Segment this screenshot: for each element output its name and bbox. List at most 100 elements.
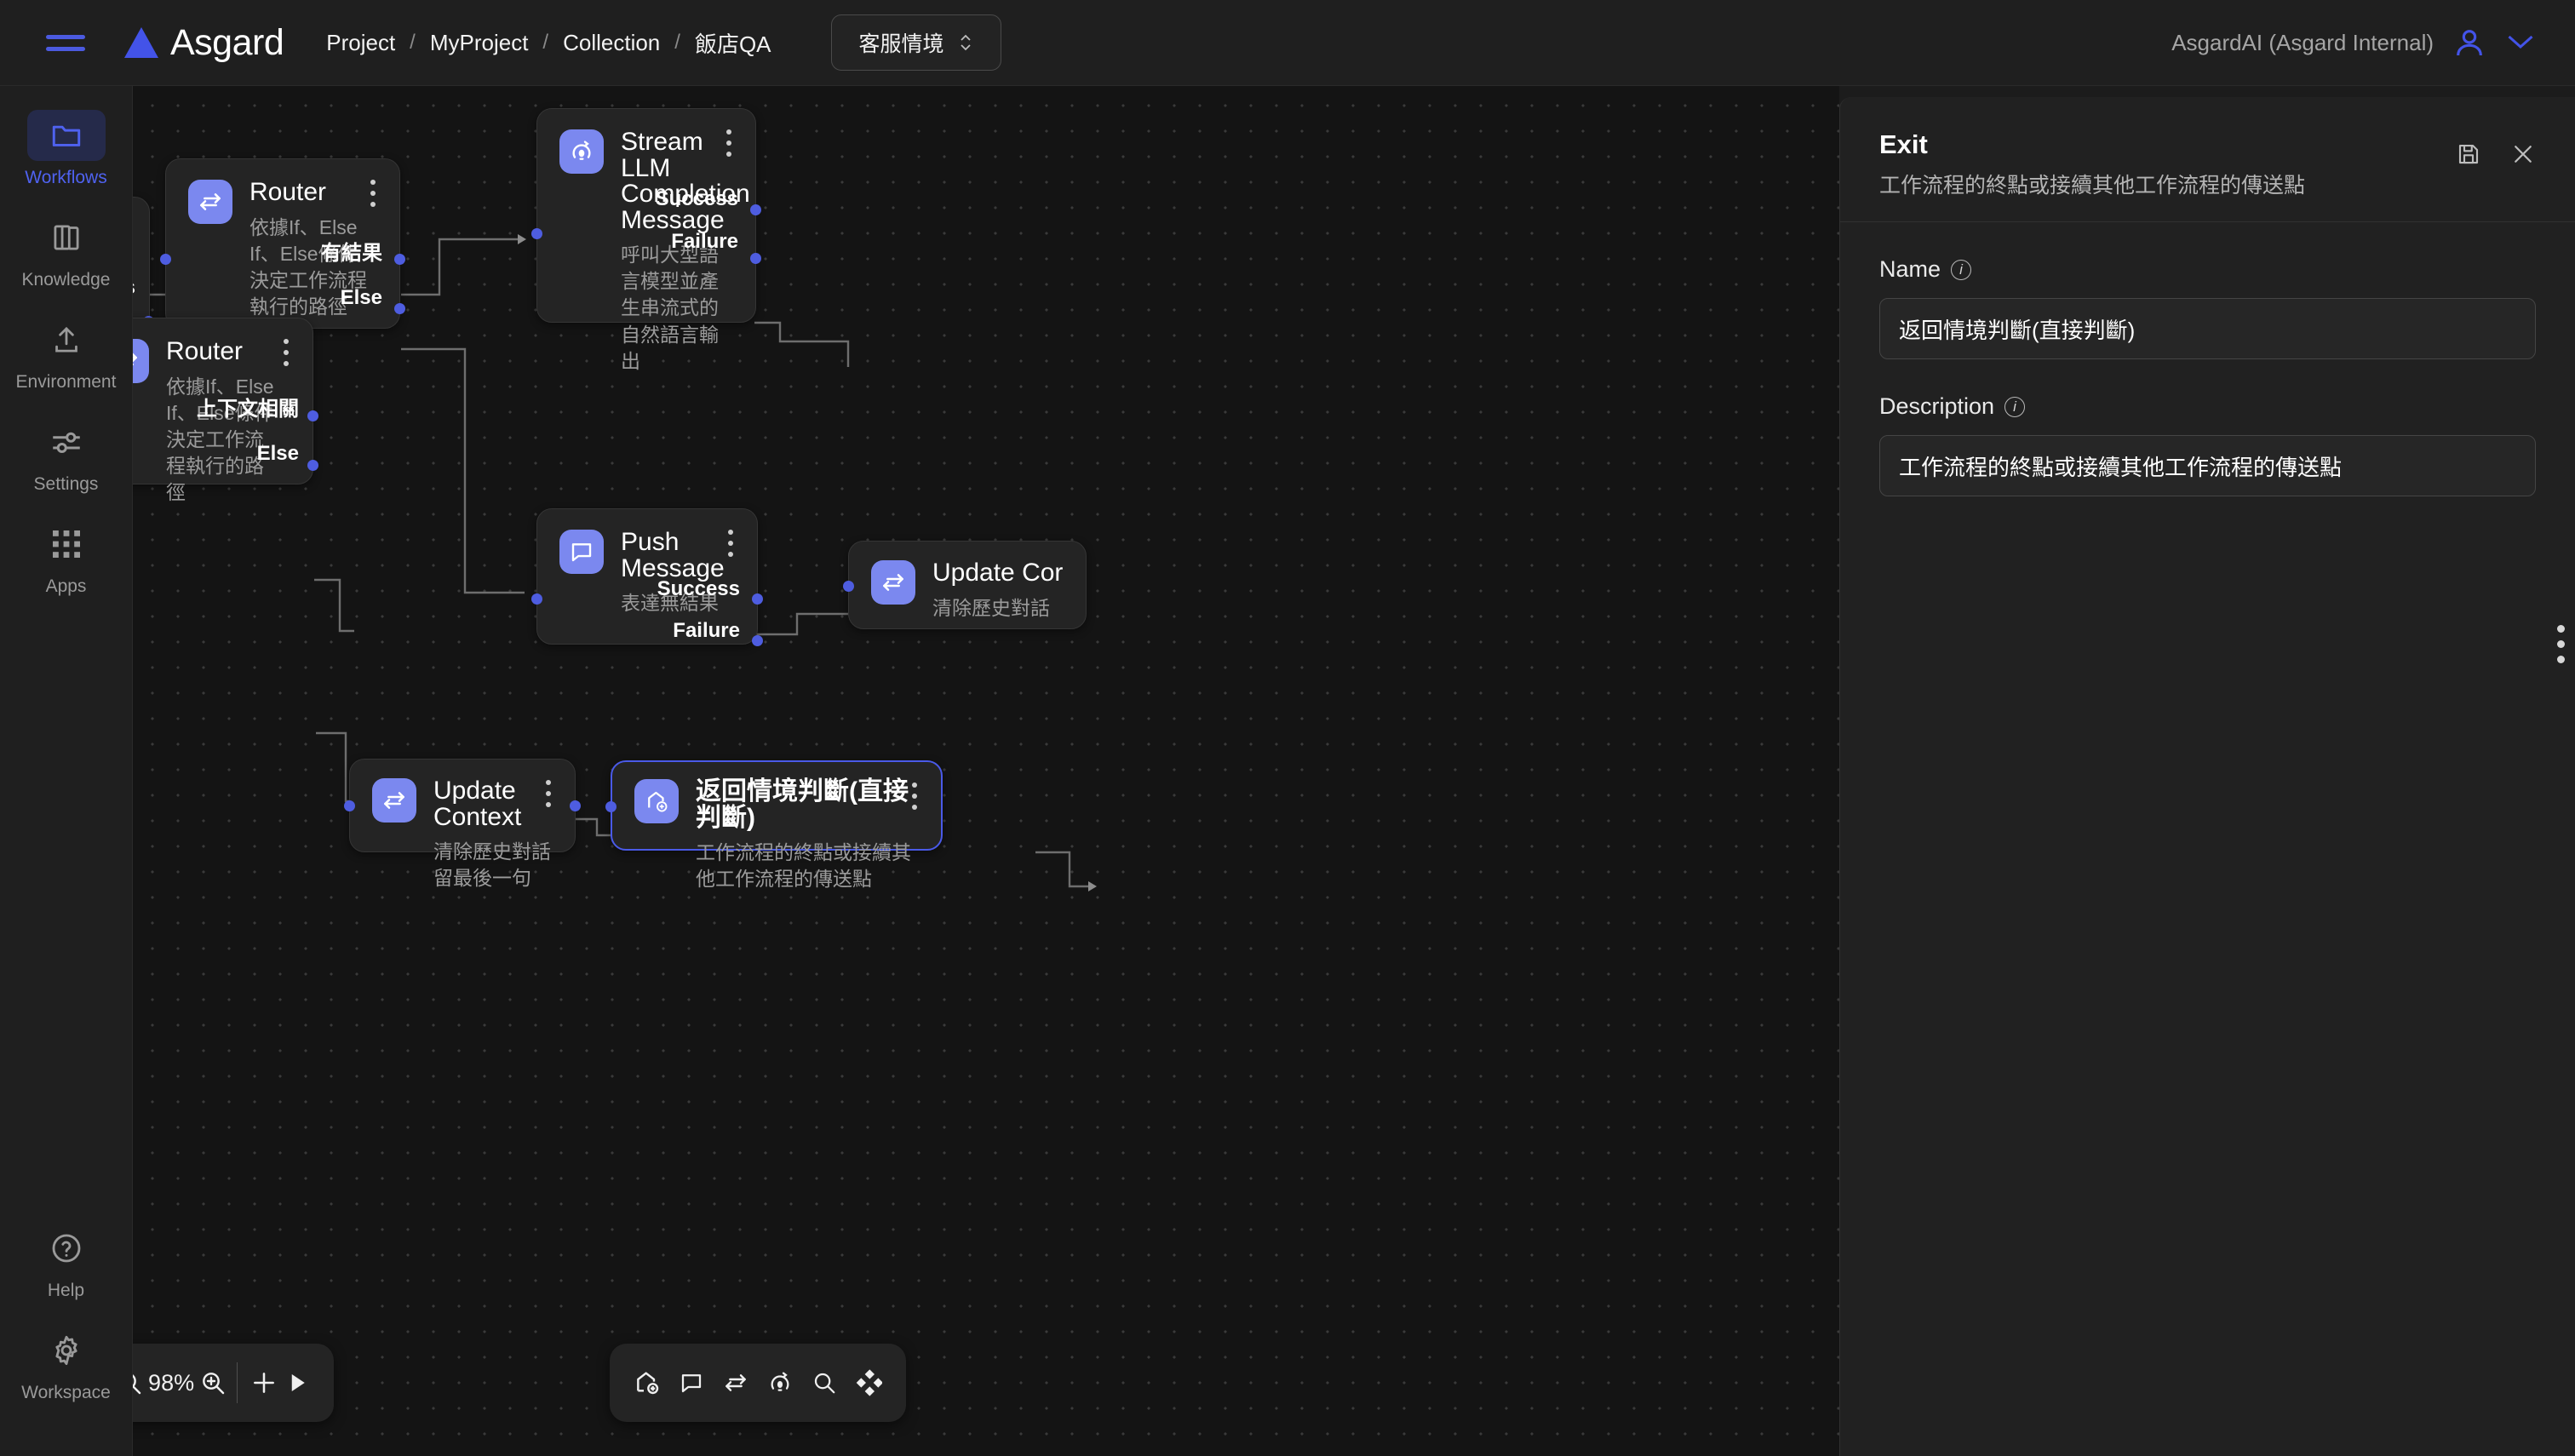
environment-select[interactable]: 客服情境 bbox=[830, 14, 1001, 71]
hamburger-icon[interactable] bbox=[46, 26, 85, 60]
node-router-top[interactable]: Router 依據If、Else If、Else條件決定工作流程執行的路徑 有結… bbox=[160, 158, 405, 329]
port-dot[interactable] bbox=[307, 410, 318, 421]
port-dot[interactable] bbox=[531, 228, 542, 239]
node-title: Update Context bbox=[433, 777, 522, 831]
port-dot[interactable] bbox=[752, 593, 763, 605]
node-port-failure[interactable]: Failure bbox=[673, 619, 740, 642]
layout-icon[interactable] bbox=[855, 1369, 882, 1396]
node-port-success[interactable]: Success bbox=[657, 577, 740, 600]
breadcrumb-item-current[interactable]: 飯店QA bbox=[694, 31, 771, 57]
node-port-context-related[interactable]: 上下文相關 bbox=[197, 398, 299, 421]
node-subtitle: 清除歷史對話留最後一句 bbox=[433, 840, 551, 890]
top-bar: Asgard Project / MyProject / Collection … bbox=[0, 0, 2575, 86]
port-dot[interactable] bbox=[570, 800, 581, 811]
name-input[interactable] bbox=[1879, 298, 2536, 359]
breadcrumb-separator: / bbox=[410, 31, 416, 54]
sidebar-item-workspace[interactable]: Workspace bbox=[15, 1325, 118, 1432]
close-icon[interactable] bbox=[2510, 141, 2536, 171]
node-exit-selected[interactable]: 返回情境判斷(直接判斷) 工作流程的終點或接續其他工作流程的傳送點 bbox=[605, 760, 943, 890]
port-dot[interactable] bbox=[605, 801, 617, 812]
node-subtitle: 呼叫大型語言模型並產生串流式的自然語言輸出 bbox=[621, 244, 719, 372]
port-dot[interactable] bbox=[394, 303, 405, 314]
sidebar-item-help[interactable]: Help bbox=[15, 1223, 118, 1301]
account-name: AsgardAI (Asgard Internal) bbox=[2171, 29, 2434, 55]
node-title: Push Message bbox=[621, 528, 725, 582]
node-update-context-right[interactable]: Update Cor 清除歷史對話 bbox=[843, 541, 1087, 629]
node-port-has-result[interactable]: 有結果 bbox=[321, 242, 382, 265]
sidebar-label-workspace: Workspace bbox=[21, 1383, 111, 1402]
account-area: AsgardAI (Asgard Internal) bbox=[2171, 26, 2536, 60]
brand[interactable]: Asgard bbox=[124, 22, 284, 64]
breadcrumb-item-project[interactable]: Project bbox=[326, 29, 396, 55]
node-port-success[interactable]: Success bbox=[655, 187, 738, 210]
panel-resize-grip[interactable] bbox=[2557, 625, 2565, 663]
node-stream-llm[interactable]: Stream LLM Completion Message 呼叫大型語言模型並產… bbox=[531, 108, 761, 372]
exit-node-icon[interactable] bbox=[634, 1369, 661, 1396]
port-dot[interactable] bbox=[344, 800, 355, 811]
node-menu-icon[interactable] bbox=[537, 778, 559, 809]
message-icon[interactable] bbox=[679, 1370, 704, 1396]
node-menu-icon[interactable] bbox=[903, 781, 926, 811]
node-title: Stream LLM Completion Message bbox=[621, 128, 750, 234]
port-dot[interactable] bbox=[394, 254, 405, 265]
node-menu-icon[interactable] bbox=[720, 528, 742, 559]
zoom-out-icon[interactable] bbox=[133, 1369, 143, 1396]
node-update-context[interactable]: Update Context 清除歷史對話留最後一句 bbox=[344, 759, 581, 889]
zoom-toolbar: 98% bbox=[133, 1344, 334, 1422]
gear-icon bbox=[27, 1325, 106, 1376]
play-icon[interactable] bbox=[280, 1370, 313, 1396]
router-icon bbox=[133, 339, 149, 383]
panel-description: 工作流程的終點或接續其他工作流程的傳送點 bbox=[1879, 174, 2306, 198]
sidebar-label-apps: Apps bbox=[45, 576, 87, 596]
node-subtitle: 依據If、Else If、Else條件決定工作流程執行的路徑 bbox=[166, 375, 274, 503]
workflow-canvas[interactable]: ccess ilure Router 依據If、Else If、Else條件決定… bbox=[133, 86, 1839, 1456]
node-title: Router bbox=[166, 337, 244, 365]
node-port-success[interactable]: ccess bbox=[133, 276, 135, 300]
asgard-logo-icon bbox=[124, 27, 158, 58]
user-icon[interactable] bbox=[2452, 26, 2486, 60]
sidebar-item-settings[interactable]: Settings bbox=[15, 416, 118, 495]
node-port-else[interactable]: Else bbox=[340, 286, 382, 309]
node-port-failure[interactable]: Failure bbox=[671, 230, 738, 253]
name-field-label: Name i bbox=[1879, 256, 2536, 283]
node-subtitle: 表達無結果 bbox=[621, 592, 719, 615]
info-icon[interactable]: i bbox=[2004, 396, 2026, 417]
port-dot[interactable] bbox=[752, 635, 763, 646]
node-menu-icon[interactable] bbox=[362, 178, 384, 209]
port-dot[interactable] bbox=[750, 204, 761, 215]
sidebar-label-workflows: Workflows bbox=[25, 168, 107, 187]
question-circle-icon bbox=[27, 1223, 106, 1274]
router-icon bbox=[188, 180, 232, 224]
breadcrumb-separator: / bbox=[674, 31, 680, 54]
save-icon[interactable] bbox=[2456, 141, 2481, 171]
node-menu-icon[interactable] bbox=[275, 337, 297, 368]
info-icon[interactable]: i bbox=[1951, 259, 1972, 280]
sidebar-item-environment[interactable]: Environment bbox=[15, 314, 118, 393]
node-menu-icon[interactable] bbox=[133, 216, 134, 247]
router-icon[interactable] bbox=[722, 1370, 749, 1396]
breadcrumb-separator: / bbox=[542, 31, 549, 54]
description-input[interactable] bbox=[1879, 435, 2536, 496]
chevron-down-icon[interactable] bbox=[2505, 28, 2536, 57]
port-dot[interactable] bbox=[531, 593, 542, 605]
port-dot[interactable] bbox=[307, 460, 318, 471]
zoom-in-icon[interactable] bbox=[199, 1369, 227, 1396]
sidebar-item-knowledge[interactable]: Knowledge bbox=[15, 212, 118, 290]
node-push-message[interactable]: Push Message 表達無結果 Success Failure bbox=[531, 508, 763, 646]
search-icon[interactable] bbox=[811, 1370, 837, 1396]
node-port-else[interactable]: Else bbox=[256, 442, 299, 465]
node-menu-icon[interactable] bbox=[718, 128, 740, 158]
node-router-bottom[interactable]: Router 依據If、Else If、Else條件決定工作流程執行的路徑 上下… bbox=[133, 318, 318, 503]
upload-icon bbox=[27, 314, 106, 365]
llm-icon[interactable] bbox=[766, 1369, 794, 1396]
port-dot[interactable] bbox=[843, 581, 854, 592]
sidebar-item-apps[interactable]: Apps bbox=[15, 519, 118, 597]
field-spacer bbox=[1879, 359, 2536, 393]
plus-icon[interactable] bbox=[248, 1369, 281, 1396]
port-dot[interactable] bbox=[750, 253, 761, 264]
port-dot[interactable] bbox=[160, 254, 171, 265]
breadcrumb-item-collection[interactable]: Collection bbox=[563, 29, 661, 55]
breadcrumb-item-myproject[interactable]: MyProject bbox=[429, 29, 529, 55]
sidebar-item-workflows[interactable]: Workflows bbox=[15, 110, 118, 188]
